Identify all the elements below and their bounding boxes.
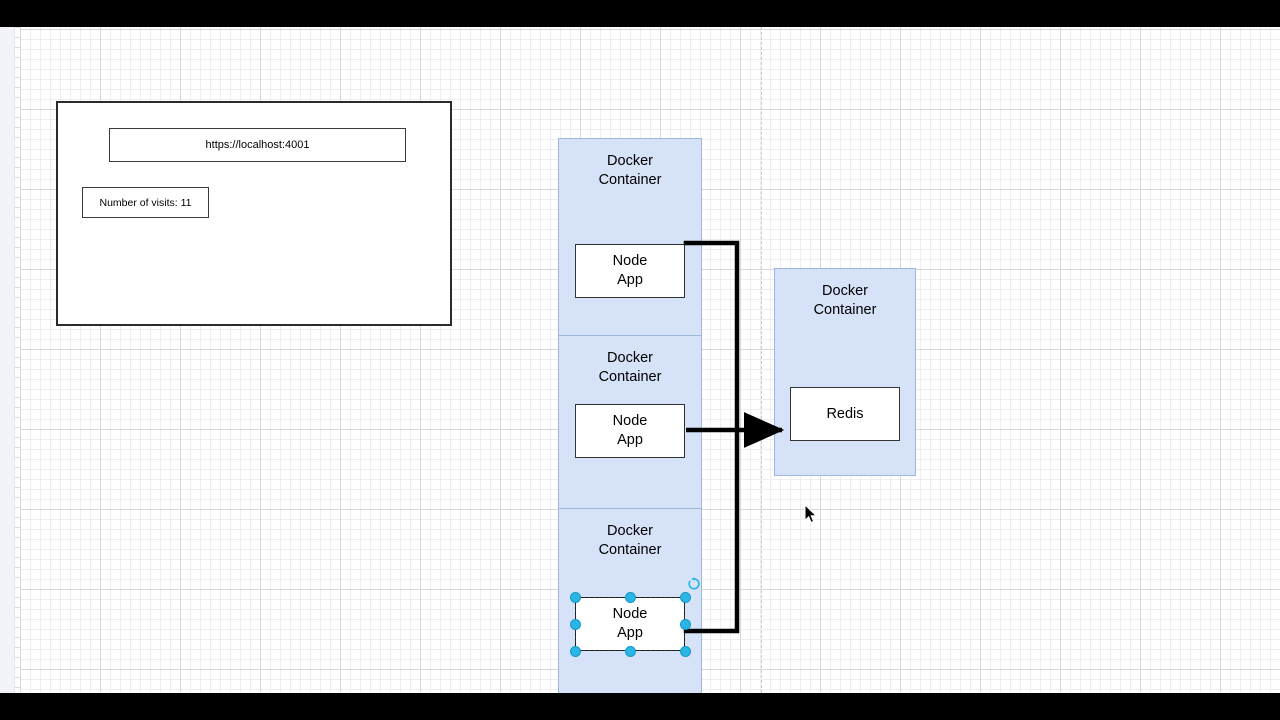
- letterbox-top: [0, 0, 1280, 27]
- rotate-icon[interactable]: [687, 577, 701, 591]
- resize-handle-e[interactable]: [679, 618, 691, 630]
- docker-container-redis[interactable]: Docker Container: [774, 268, 916, 476]
- redis-node[interactable]: Redis: [790, 387, 900, 441]
- vertical-ruler: [15, 27, 20, 693]
- url-bar[interactable]: https://localhost:4001: [109, 128, 406, 162]
- docker-container-redis-label: Docker Container: [813, 283, 877, 318]
- selection-overlay: [569, 577, 700, 657]
- docker-container-2-label: Docker Container: [598, 350, 662, 385]
- diagram-editor-app: https://localhost:4001 Number of visits:…: [0, 27, 1280, 693]
- visit-counter-box: Number of visits: 11: [82, 187, 209, 218]
- left-panel-gutter[interactable]: [0, 27, 14, 693]
- resize-handle-ne[interactable]: [679, 591, 691, 603]
- resize-handle-n[interactable]: [624, 591, 636, 603]
- node-app-1[interactable]: Node App: [575, 244, 685, 298]
- resize-handle-w[interactable]: [569, 618, 581, 630]
- letterbox-bottom: [0, 693, 1280, 720]
- resize-handle-se[interactable]: [679, 645, 691, 657]
- resize-handle-nw[interactable]: [569, 591, 581, 603]
- mouse-cursor: [804, 503, 818, 524]
- docker-container-1[interactable]: Docker Container: [558, 138, 702, 343]
- resize-handle-sw[interactable]: [569, 645, 581, 657]
- page-break-line: [761, 27, 762, 693]
- node-app-2[interactable]: Node App: [575, 404, 685, 458]
- resize-handle-s[interactable]: [624, 645, 636, 657]
- docker-container-3-label: Docker Container: [598, 523, 662, 558]
- gutter-divider: [14, 27, 15, 693]
- selection-outline: [575, 597, 685, 651]
- docker-container-1-label: Docker Container: [598, 153, 662, 188]
